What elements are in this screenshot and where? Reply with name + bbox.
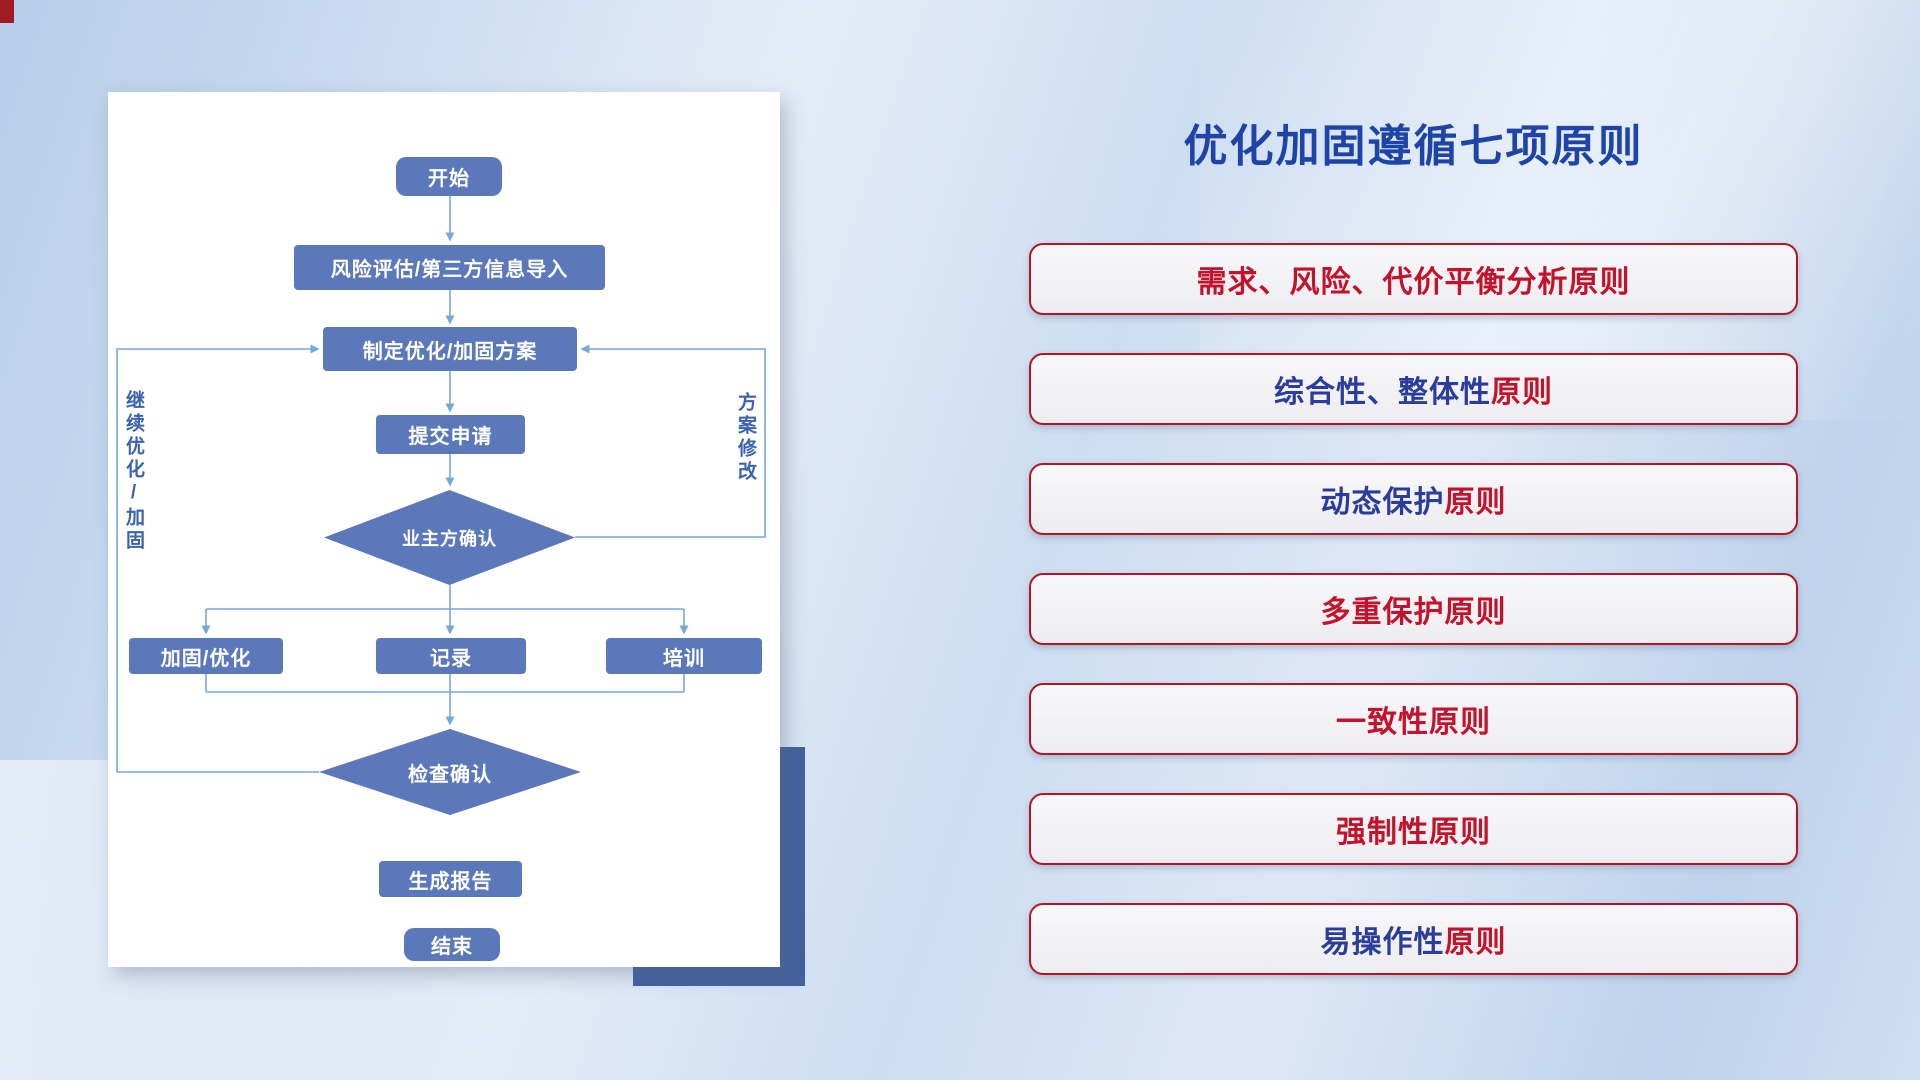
panel-title: 优化加固遵循七项原则 — [1183, 122, 1644, 171]
flowchart-node-make-plan: 制定优化/加固方案 — [323, 327, 577, 371]
flowchart-node-harden-optimize: 加固/优化 — [129, 638, 283, 674]
flowchart-node-training: 培训 — [606, 638, 762, 674]
loop-label-plan-revise: 方案修改 — [735, 392, 756, 484]
principle-text-segment: 需求、风险、代价平衡分析原则 — [1196, 266, 1631, 299]
principle-pill: 一致性原则 — [1029, 683, 1798, 755]
flowchart-card: 开始 风险评估/第三方信息导入 制定优化/加固方案 提交申请 业主方确认 加固/… — [108, 92, 780, 967]
principle-pill: 综合性、整体性原则 — [1029, 353, 1798, 425]
principle-text-segment: 原则 — [1491, 376, 1553, 409]
principle-pill: 易操作性原则 — [1029, 903, 1798, 975]
flowchart-node-submit: 提交申请 — [376, 415, 525, 454]
principle-text-segment: 多重保护原则 — [1320, 596, 1507, 629]
flowchart-node-record: 记录 — [376, 638, 526, 674]
principle-pill: 需求、风险、代价平衡分析原则 — [1029, 243, 1798, 315]
flowchart-node-start: 开始 — [396, 157, 502, 196]
loop-label-continue-optimize: 继续优化/加固 — [123, 390, 144, 553]
principle-pill: 强制性原则 — [1029, 793, 1798, 865]
principles-list: 需求、风险、代价平衡分析原则综合性、整体性原则动态保护原则多重保护原则一致性原则… — [1029, 243, 1798, 975]
principle-text-segment: 动态保护 — [1320, 486, 1445, 519]
principle-text-segment: 原则 — [1444, 926, 1507, 959]
corner-accent-mark — [0, 0, 14, 23]
flowchart-node-end: 结束 — [404, 928, 500, 961]
principle-text-segment: 一致性原则 — [1336, 706, 1491, 739]
principle-text-segment: 原则 — [1444, 486, 1507, 519]
principle-pill: 多重保护原则 — [1029, 573, 1798, 645]
principle-text-segment: 强制性原则 — [1336, 816, 1491, 849]
flowchart-node-report: 生成报告 — [379, 861, 522, 897]
principle-text-segment: 综合性、整体性 — [1274, 376, 1491, 409]
principle-text-segment: 易操作性 — [1320, 926, 1445, 959]
principle-pill: 动态保护原则 — [1029, 463, 1798, 535]
flowchart-node-risk-import: 风险评估/第三方信息导入 — [294, 245, 605, 290]
